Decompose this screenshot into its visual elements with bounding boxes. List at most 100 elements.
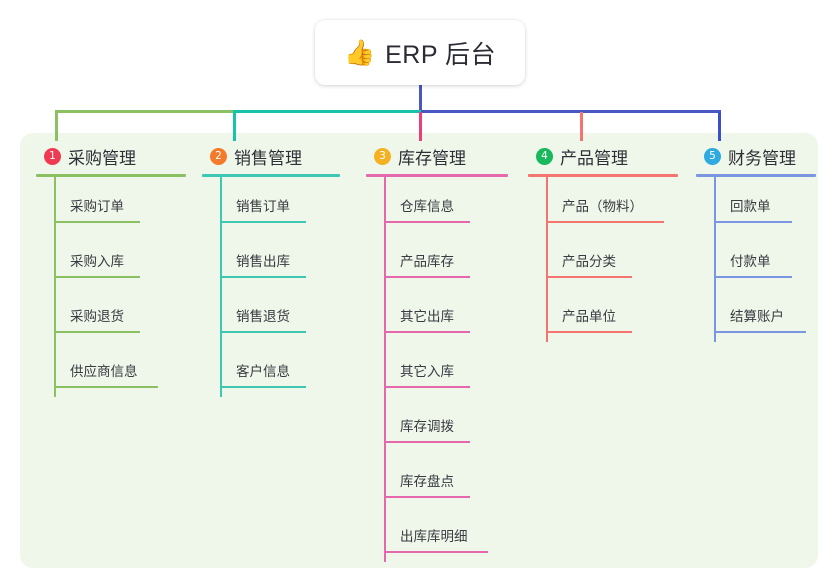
branch-5: 5 财务管理回款单付款单结算账户 <box>696 143 816 342</box>
branch-item-underline <box>384 221 470 223</box>
branch-item-underline <box>384 496 470 498</box>
branch-number-badge: 1 <box>44 147 61 165</box>
branch-title: 库存管理 <box>398 148 466 168</box>
branch-header-3[interactable]: 3 库存管理 <box>366 143 508 169</box>
branch-underline <box>528 174 678 177</box>
branch-item-list: 产品（物料） 产品分类产品单位 <box>528 177 678 342</box>
branch-spine <box>220 177 222 397</box>
branch-header-5[interactable]: 5 财务管理 <box>696 143 816 169</box>
branch-title: 销售管理 <box>234 148 302 168</box>
branch-item-underline <box>546 276 632 278</box>
branch-drop-connector-5 <box>718 112 721 141</box>
branch-item-underline <box>384 551 488 553</box>
branch-item[interactable]: 产品分类 <box>528 232 678 287</box>
branch-underline <box>696 174 816 177</box>
branch-item[interactable]: 出库库明细 <box>366 507 508 562</box>
bus-segment-2 <box>233 110 421 113</box>
branch-item[interactable]: 销售退货 <box>202 287 340 342</box>
branch-underline <box>202 174 340 177</box>
branch-item-label: 出库库明细 <box>400 529 468 544</box>
branch-title: 财务管理 <box>728 148 796 168</box>
branch-drop-connector-2 <box>233 112 236 141</box>
branch-item-label: 采购入库 <box>70 254 124 269</box>
branch-item[interactable]: 产品单位 <box>528 287 678 342</box>
branch-item-label: 库存盘点 <box>400 474 454 489</box>
branch-spine <box>384 177 386 562</box>
branch-number-badge: 2 <box>210 147 227 165</box>
branch-item-underline <box>714 276 792 278</box>
branch-item-label: 采购退货 <box>70 309 124 324</box>
branch-item-label: 客户信息 <box>236 364 290 379</box>
branch-number-badge: 4 <box>536 147 553 165</box>
branch-item[interactable]: 供应商信息 <box>36 342 186 397</box>
branch-spine <box>54 177 56 397</box>
branch-number-badge: 5 <box>704 147 721 165</box>
branch-item-underline <box>220 386 306 388</box>
root-stem-connector <box>419 85 422 111</box>
branch-item-underline <box>54 386 158 388</box>
branch-item[interactable]: 库存调拨 <box>366 397 508 452</box>
branch-item[interactable]: 采购入库 <box>36 232 186 287</box>
branch-title: 产品管理 <box>560 148 628 168</box>
branch-item-label: 销售退货 <box>236 309 290 324</box>
branch-drop-connector-1 <box>55 112 58 141</box>
branch-item-label: 销售订单 <box>236 199 290 214</box>
branch-item-label: 结算账户 <box>730 309 784 324</box>
branch-item[interactable]: 产品库存 <box>366 232 508 287</box>
branch-number-badge: 3 <box>374 147 391 165</box>
branch-item[interactable]: 其它出库 <box>366 287 508 342</box>
branch-item[interactable]: 销售订单 <box>202 177 340 232</box>
root-node-card[interactable]: 👍 ERP 后台 <box>315 20 525 85</box>
branch-item-list: 采购订单采购入库采购退货供应商信息 <box>36 177 186 397</box>
branch-underline <box>366 174 508 177</box>
branch-item-underline <box>714 221 792 223</box>
branch-item-underline <box>220 331 306 333</box>
branch-spine <box>546 177 548 342</box>
branch-item-underline <box>384 276 470 278</box>
root-node-title: ERP 后台 <box>385 40 497 69</box>
branch-item[interactable]: 付款单 <box>696 232 816 287</box>
branch-item[interactable]: 采购订单 <box>36 177 186 232</box>
branch-drop-connector-3 <box>419 112 422 141</box>
branch-4: 4 产品管理产品（物料） 产品分类产品单位 <box>528 143 678 342</box>
branch-item-label: 销售出库 <box>236 254 290 269</box>
branch-item[interactable]: 仓库信息 <box>366 177 508 232</box>
branch-item-label: 产品（物料） <box>562 199 643 214</box>
branch-spine <box>714 177 716 342</box>
branch-item[interactable]: 回款单 <box>696 177 816 232</box>
bus-segment-1 <box>55 110 233 113</box>
branch-item-list: 销售订单销售出库销售退货客户信息 <box>202 177 340 397</box>
branch-item-label: 仓库信息 <box>400 199 454 214</box>
branch-item-underline <box>546 221 664 223</box>
branch-item-label: 采购订单 <box>70 199 124 214</box>
branch-item[interactable]: 库存盘点 <box>366 452 508 507</box>
bus-segment-3 <box>421 110 721 113</box>
branch-item-label: 库存调拨 <box>400 419 454 434</box>
thumbs-up-emoji: 👍 <box>343 38 376 67</box>
branch-item[interactable]: 销售出库 <box>202 232 340 287</box>
branch-header-2[interactable]: 2 销售管理 <box>202 143 340 169</box>
branch-item[interactable]: 结算账户 <box>696 287 816 342</box>
branch-item-underline <box>220 221 306 223</box>
branch-item[interactable]: 其它入库 <box>366 342 508 397</box>
branch-item[interactable]: 客户信息 <box>202 342 340 397</box>
branch-3: 3 库存管理仓库信息产品库存其它出库其它入库库存调拨库存盘点出库库明细 <box>366 143 508 562</box>
branch-header-4[interactable]: 4 产品管理 <box>528 143 678 169</box>
branch-item-underline <box>714 331 806 333</box>
branches-panel <box>20 133 818 568</box>
branch-underline <box>36 174 186 177</box>
branch-item-list: 仓库信息产品库存其它出库其它入库库存调拨库存盘点出库库明细 <box>366 177 508 562</box>
branch-item-underline <box>54 276 140 278</box>
branch-item-label: 其它入库 <box>400 364 454 379</box>
branch-item-label: 付款单 <box>730 254 771 269</box>
branch-item-label: 产品单位 <box>562 309 616 324</box>
branch-2: 2 销售管理销售订单销售出库销售退货客户信息 <box>202 143 340 397</box>
branch-item-list: 回款单付款单结算账户 <box>696 177 816 342</box>
branch-item-underline <box>384 331 470 333</box>
branch-item[interactable]: 采购退货 <box>36 287 186 342</box>
branch-item[interactable]: 产品（物料） <box>528 177 678 232</box>
branch-item-underline <box>220 276 306 278</box>
